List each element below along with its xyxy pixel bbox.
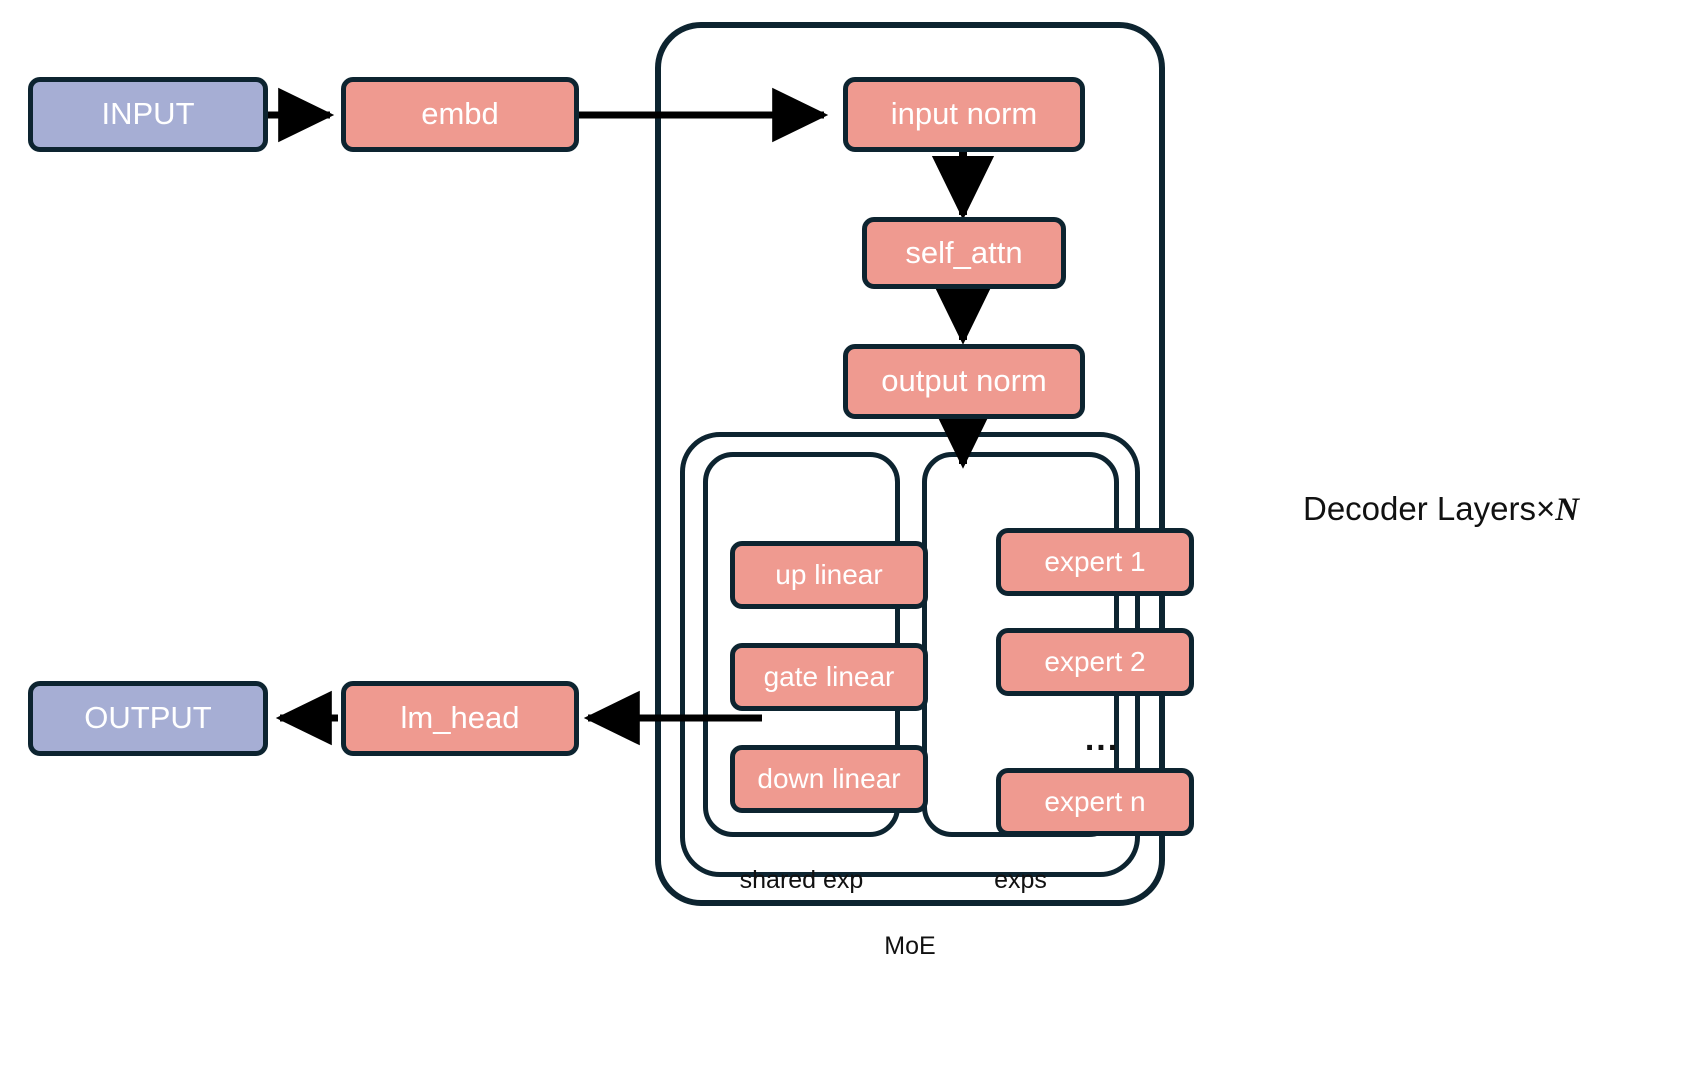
node-embd[interactable]: embd — [341, 77, 579, 152]
decoder-layers-annotation: Decoder Layers×N — [1303, 490, 1579, 529]
node-output-norm[interactable]: output norm — [843, 344, 1085, 419]
experts-ellipsis: ... — [1084, 720, 1120, 758]
node-up-linear[interactable]: up linear — [730, 541, 928, 609]
node-output[interactable]: OUTPUT — [28, 681, 268, 756]
decoder-layers-text: Decoder Layers× — [1303, 490, 1556, 527]
node-expert-n[interactable]: expert n — [996, 768, 1194, 836]
node-gate-linear[interactable]: gate linear — [730, 643, 928, 711]
node-input-norm[interactable]: input norm — [843, 77, 1085, 152]
decoder-layers-count: N — [1555, 492, 1580, 528]
node-input[interactable]: INPUT — [28, 77, 268, 152]
node-expert-2[interactable]: expert 2 — [996, 628, 1194, 696]
node-lm-head[interactable]: lm_head — [341, 681, 579, 756]
moe-label: MoE — [884, 932, 936, 960]
decoder-layers-group — [655, 22, 1165, 906]
node-down-linear[interactable]: down linear — [730, 745, 928, 813]
exps-label: exps — [994, 866, 1047, 894]
node-expert-1[interactable]: expert 1 — [996, 528, 1194, 596]
shared-exp-label: shared exp — [739, 866, 864, 894]
node-self-attn[interactable]: self_attn — [862, 217, 1066, 289]
